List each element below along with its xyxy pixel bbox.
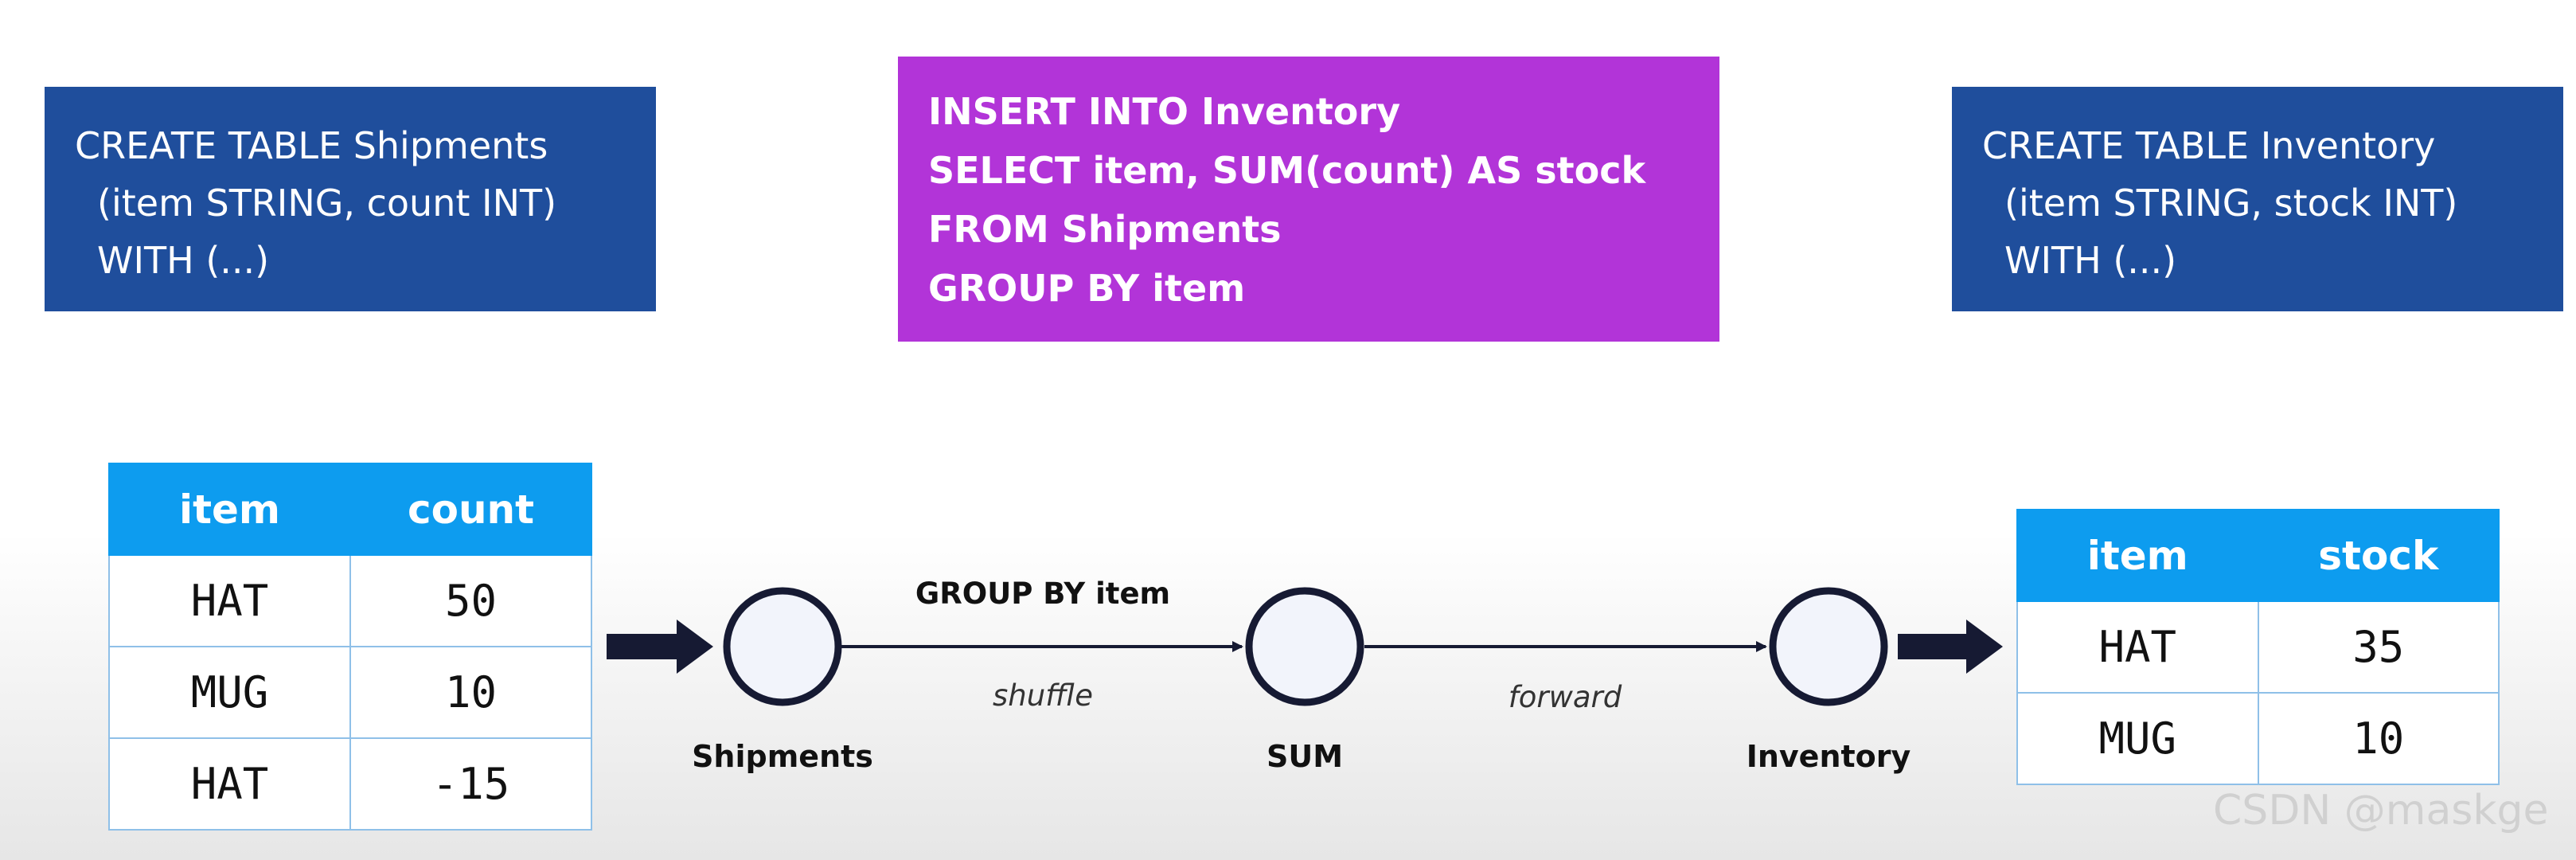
node-label-inventory: Inventory bbox=[1746, 739, 1911, 774]
table-header-row: item count bbox=[108, 463, 592, 556]
node-inventory bbox=[1769, 587, 1888, 706]
edge-label-group-by: GROUP BY item bbox=[915, 577, 1171, 611]
sql-line: INSERT INTO Inventory bbox=[928, 90, 1401, 133]
sql-line: (item STRING, stock INT) bbox=[2004, 182, 2458, 225]
create-table-inventory-box: CREATE TABLE Inventory (item STRING, sto… bbox=[1952, 87, 2563, 311]
table-header-row: item stock bbox=[2016, 509, 2500, 602]
table-row: MUG 10 bbox=[108, 646, 592, 739]
edge-label-forward: forward bbox=[1508, 680, 1622, 714]
insert-query-box: INSERT INTO Inventory SELECT item, SUM(c… bbox=[898, 57, 1719, 342]
table-cell: MUG bbox=[2016, 692, 2259, 785]
table-cell: HAT bbox=[2016, 600, 2259, 694]
node-label-shipments: Shipments bbox=[692, 739, 873, 774]
table-cell: MUG bbox=[108, 646, 351, 739]
table-cell: 50 bbox=[349, 554, 592, 647]
output-arrow-icon bbox=[1898, 620, 2003, 674]
column-header-stock: stock bbox=[2257, 509, 2500, 602]
table-row: HAT 50 bbox=[108, 554, 592, 647]
column-header-item: item bbox=[2016, 509, 2259, 602]
sql-line: WITH (...) bbox=[97, 239, 270, 282]
watermark: CSDN @maskge bbox=[2213, 787, 2549, 835]
sql-line: WITH (...) bbox=[2004, 239, 2177, 282]
table-cell: -15 bbox=[349, 737, 592, 831]
table-cell: 10 bbox=[2257, 692, 2500, 785]
node-label-sum: SUM bbox=[1266, 739, 1344, 774]
create-table-shipments-box: CREATE TABLE Shipments (item STRING, cou… bbox=[45, 87, 656, 311]
edge-label-shuffle: shuffle bbox=[993, 678, 1093, 713]
table-cell: HAT bbox=[108, 737, 351, 831]
table-row: HAT 35 bbox=[2016, 600, 2500, 694]
table-cell: 35 bbox=[2257, 600, 2500, 694]
table-row: MUG 10 bbox=[2016, 692, 2500, 785]
node-shipments bbox=[723, 587, 842, 706]
table-row: HAT -15 bbox=[108, 737, 592, 831]
table-cell: 10 bbox=[349, 646, 592, 739]
column-header-item: item bbox=[108, 463, 351, 556]
sql-line: CREATE TABLE Shipments bbox=[75, 124, 548, 167]
input-arrow-icon bbox=[607, 620, 713, 674]
sql-line: SELECT item, SUM(count) AS stock bbox=[928, 149, 1646, 192]
shipments-table: item count HAT 50 MUG 10 HAT -15 bbox=[108, 463, 592, 831]
node-sum bbox=[1245, 587, 1364, 706]
sql-line: FROM Shipments bbox=[928, 208, 1282, 251]
sql-line: GROUP BY item bbox=[928, 267, 1246, 310]
sql-line: (item STRING, count INT) bbox=[97, 182, 557, 225]
table-cell: HAT bbox=[108, 554, 351, 647]
column-header-count: count bbox=[349, 463, 592, 556]
inventory-table: item stock HAT 35 MUG 10 bbox=[2016, 509, 2500, 785]
sql-line: CREATE TABLE Inventory bbox=[1982, 124, 2436, 167]
